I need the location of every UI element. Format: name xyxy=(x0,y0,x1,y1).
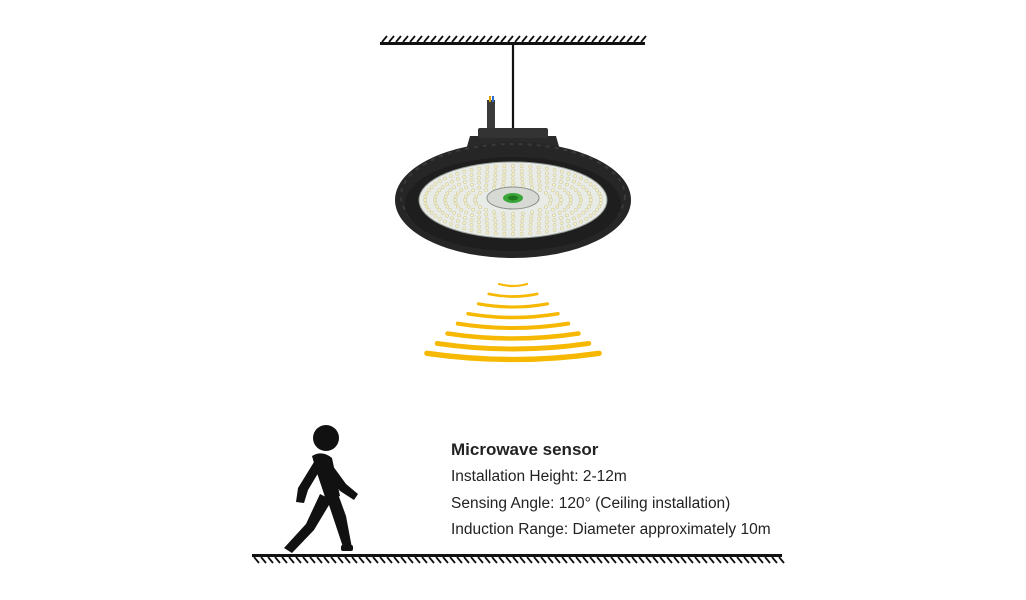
microwave-signal-icon xyxy=(424,282,602,363)
sensor-title: Microwave sensor xyxy=(451,440,599,459)
ufo-high-bay-lamp-icon xyxy=(395,96,631,258)
ceiling-hatch-icon xyxy=(380,35,647,45)
sensing-angle-text: Sensing Angle: 120° (Ceiling installatio… xyxy=(451,494,731,512)
induction-range-text: Induction Range: Diameter approximately … xyxy=(451,521,771,538)
walking-person-icon xyxy=(284,425,358,553)
floor-hatch-icon xyxy=(252,554,785,564)
sensor-spec-block: Microwave sensor Installation Height: 2-… xyxy=(451,440,771,548)
installation-height-text: Installation Height: 2-12m xyxy=(451,468,627,485)
